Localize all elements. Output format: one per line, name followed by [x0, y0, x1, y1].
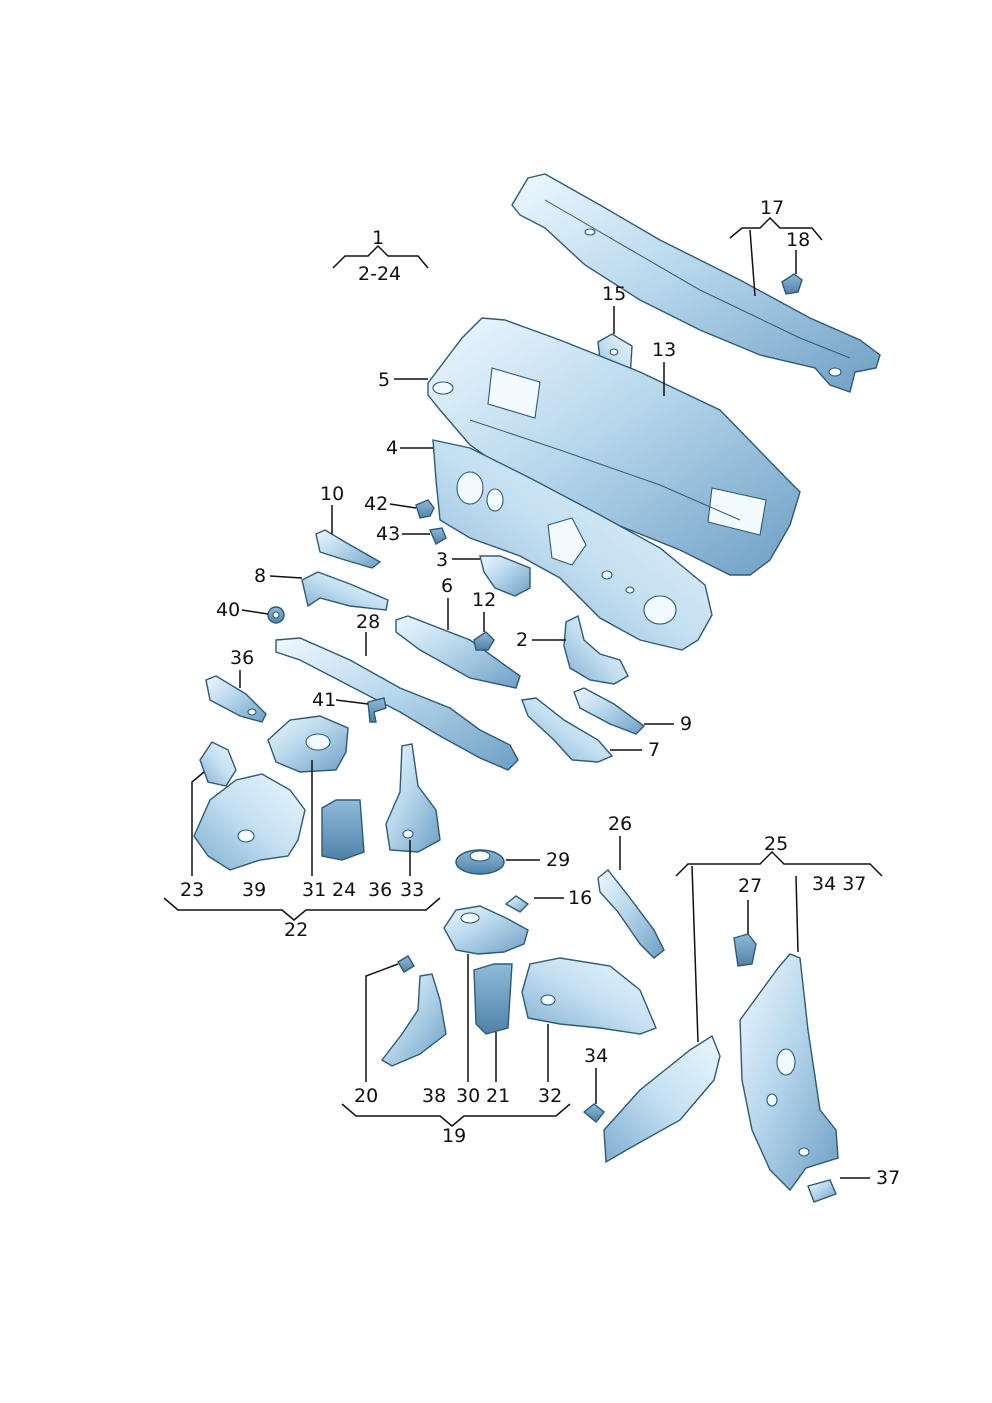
label-38: 38 [422, 1085, 446, 1107]
label-30: 30 [456, 1085, 480, 1107]
part-40-nut [267, 606, 285, 624]
part-16-clip [504, 895, 530, 913]
part-12-clip [473, 631, 495, 651]
label-33: 33 [400, 879, 424, 901]
label-29: 29 [546, 849, 570, 871]
label-5: 5 [378, 369, 390, 391]
part-4-bulkhead [432, 439, 713, 651]
label-26: 26 [608, 813, 632, 835]
part-41-bolt [367, 697, 387, 723]
label-28: 28 [356, 611, 380, 633]
label-32: 32 [538, 1085, 562, 1107]
part-2-bracket [563, 614, 629, 685]
part-23-bracket [199, 741, 237, 787]
label-43: 43 [376, 523, 400, 545]
part-28-long-rail [275, 637, 519, 771]
label-2: 2 [516, 629, 528, 651]
part-36-bracket-upper [205, 675, 267, 723]
part-side-panel [739, 953, 839, 1192]
leader-group-25 [675, 850, 883, 877]
leader-25 [691, 865, 699, 1043]
part-34-nut [582, 1103, 605, 1123]
part-38-panel [380, 973, 447, 1067]
leader-3437 [795, 875, 799, 953]
label-4: 4 [386, 437, 398, 459]
part-20-clip [397, 955, 415, 973]
label-24: 24 [332, 879, 356, 901]
part-42-clip [415, 499, 435, 519]
part-7-bracket [521, 697, 614, 763]
label-41: 41 [312, 689, 336, 711]
part-8-bracket [301, 571, 389, 611]
label-7: 7 [648, 739, 660, 761]
label-12: 12 [472, 589, 496, 611]
part-26-rail [597, 869, 665, 959]
label-20: 20 [354, 1085, 378, 1107]
part-25-a-pillar-beam [603, 1034, 721, 1164]
label-18: 18 [786, 229, 810, 251]
part-24-panel [321, 799, 365, 861]
part-9-bracket [573, 687, 646, 735]
label-27: 27 [738, 875, 762, 897]
part-31-strut-mount [267, 715, 349, 773]
leader-41 [335, 699, 369, 705]
leader-17 [749, 229, 756, 297]
label-34: 34 [584, 1045, 608, 1067]
label-10: 10 [320, 483, 344, 505]
label-9: 9 [680, 713, 692, 735]
part-39-wheelhouse [193, 773, 306, 871]
leader-40 [241, 609, 269, 615]
part-10-gusset [315, 529, 382, 569]
label-group-25: 25 [764, 833, 788, 855]
leader-group-17 [729, 216, 823, 241]
label-36-lower: 36 [368, 879, 392, 901]
leader-group-1 [332, 244, 429, 269]
label-group-1: 1 [372, 227, 384, 249]
part-6-reinforcement [395, 615, 521, 689]
leader-23 [191, 771, 205, 876]
part-18-clip [781, 273, 803, 295]
label-42: 42 [364, 493, 388, 515]
label-37: 37 [876, 1167, 900, 1189]
leader-8 [269, 575, 303, 579]
label-17: 17 [760, 197, 784, 219]
part-43-clip [429, 527, 447, 546]
label-15: 15 [602, 283, 626, 305]
label-31: 31 [302, 879, 326, 901]
label-34-37: 34 37 [812, 873, 866, 895]
part-33-panel [385, 743, 441, 853]
leader-group-22 [163, 897, 441, 921]
part-5-plenum-panel [427, 317, 801, 576]
part-32-wheelhouse [521, 957, 657, 1035]
part-30-strut-tower [443, 905, 529, 955]
part-3-bracket [479, 555, 531, 597]
label-8: 8 [254, 565, 266, 587]
label-group-22: 22 [284, 919, 308, 941]
label-group-1-range: 2-24 [358, 263, 401, 285]
label-6: 6 [441, 575, 453, 597]
label-39: 39 [242, 879, 266, 901]
label-40: 40 [216, 599, 240, 621]
label-3: 3 [436, 549, 448, 571]
part-29-mount [455, 849, 505, 875]
label-21: 21 [486, 1085, 510, 1107]
leader-group-19 [341, 1103, 571, 1127]
leader-20 [365, 963, 399, 1082]
part-37-plate [807, 1179, 837, 1203]
part-27-bracket [733, 933, 757, 967]
label-23: 23 [180, 879, 204, 901]
label-13: 13 [652, 339, 676, 361]
label-36-upper: 36 [230, 647, 254, 669]
part-17-cowl-crossmember [511, 173, 881, 393]
leader-42 [389, 503, 417, 509]
part-21-panel [473, 963, 513, 1035]
label-group-19: 19 [442, 1125, 466, 1147]
label-16: 16 [568, 887, 592, 909]
